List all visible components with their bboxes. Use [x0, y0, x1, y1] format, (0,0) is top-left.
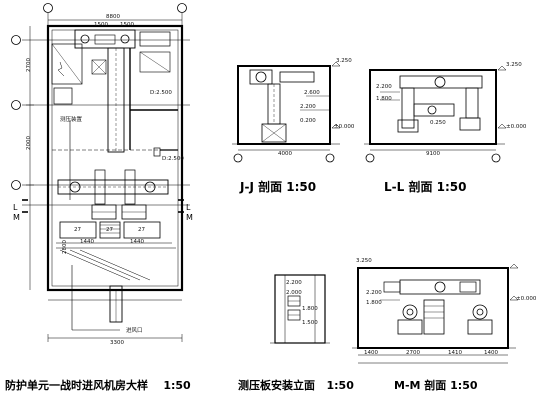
plate-elevation	[270, 274, 330, 344]
title-ll-text: L-L 剖面	[384, 180, 433, 194]
plan-dim-bottom-b: 1440	[130, 239, 144, 245]
mm-elev-base: ±0.000	[516, 296, 537, 302]
ll-dim: 9100	[426, 151, 440, 157]
plate-elev-b: 2.000	[286, 290, 302, 296]
section-jj	[232, 61, 341, 163]
title-mm: M-M 剖面 1:50	[394, 377, 478, 393]
title-mm-scale: 1:50	[450, 379, 478, 392]
mm-dim-3: 1410	[448, 350, 462, 356]
mm-elev-a: 2.200	[366, 290, 382, 296]
plan-duct-2: 1500	[120, 22, 134, 28]
section-mark-m-right: M	[186, 213, 193, 222]
grid-bubble	[43, 3, 53, 13]
plan-room-label: 测压装置	[60, 117, 83, 123]
ll-elev-base: ±0.000	[506, 124, 527, 130]
grid-bubble	[177, 3, 187, 13]
plan-equip-a: 27	[74, 227, 81, 233]
plate-elev-d: 1.500	[302, 320, 318, 326]
grid-bubble	[11, 100, 21, 110]
title-plan: 防护单元一战时进风机房大样 1:50	[5, 377, 191, 393]
section-mark-l-left: L	[13, 203, 18, 212]
title-ll: L-L 剖面 1:50	[384, 178, 467, 195]
title-jj-scale: 1:50	[286, 180, 317, 194]
plate-elev-c: 1.800	[302, 306, 318, 312]
mm-elev-b: 1.800	[366, 300, 382, 306]
title-jj: J-J 剖面 1:50	[240, 178, 316, 195]
title-plan-text: 防护单元一战时进风机房大样	[5, 379, 148, 392]
title-plan-scale: 1:50	[163, 379, 191, 392]
plan-elev-2: D:2.500	[162, 156, 184, 162]
jj-elev-b: 2.200	[300, 104, 316, 110]
mm-dim-2: 2700	[406, 350, 420, 356]
ll-elev-a: 2.200	[376, 84, 392, 90]
plan-note: 进风口	[126, 328, 143, 334]
section-mark-m-left: M	[13, 213, 20, 222]
section-mm	[352, 263, 519, 364]
plate-elev-a: 2.200	[286, 280, 302, 286]
jj-elev-top: 3.250	[336, 58, 352, 64]
plan-equip-b: 27	[106, 227, 113, 233]
plan-dim-bottom-a: 1440	[80, 239, 94, 245]
plan-elev-1: D:2.500	[150, 90, 172, 96]
plan-duct-1: 1500	[94, 22, 108, 28]
section-wall	[237, 65, 331, 145]
jj-elev-a: 2.600	[304, 90, 320, 96]
plan-view	[11, 3, 190, 342]
ll-elev-b: 1.800	[376, 96, 392, 102]
room-wall	[46, 24, 184, 292]
section-wall	[369, 69, 497, 145]
grid-bubble	[11, 180, 21, 190]
title-jj-text: J-J 剖面	[240, 180, 283, 194]
plan-dim-left-1: 2700	[26, 58, 32, 72]
duct-top	[74, 29, 136, 49]
title-plate-scale: 1:50	[326, 379, 354, 392]
ll-elev-top: 3.250	[506, 62, 522, 68]
mm-elev-top: 3.250	[356, 258, 372, 264]
section-mark-l-right: L	[186, 203, 191, 212]
grid-bubble	[11, 35, 21, 45]
equipment-box	[59, 221, 97, 239]
title-plate-text: 测压板安装立面	[238, 379, 315, 392]
plan-equip-c: 27	[138, 227, 145, 233]
section-ll	[364, 65, 507, 163]
ll-elev-c: 0.250	[430, 120, 446, 126]
plan-dim-mid: 2800	[62, 240, 68, 254]
title-ll-scale: 1:50	[436, 180, 467, 194]
jj-elev-c: 0.200	[300, 118, 316, 124]
title-mm-text: M-M 剖面	[394, 379, 447, 392]
title-plate: 测压板安装立面 1:50	[238, 377, 354, 393]
plan-dim-top: 8800	[106, 14, 120, 20]
mm-dim-1: 1400	[364, 350, 378, 356]
jj-dim: 4000	[278, 151, 292, 157]
plan-dim-bottom: 3300	[110, 340, 124, 346]
jj-elev-base: ±0.000	[334, 124, 355, 130]
plan-dim-left-2: 2000	[26, 136, 32, 150]
mm-dim-4: 1400	[484, 350, 498, 356]
